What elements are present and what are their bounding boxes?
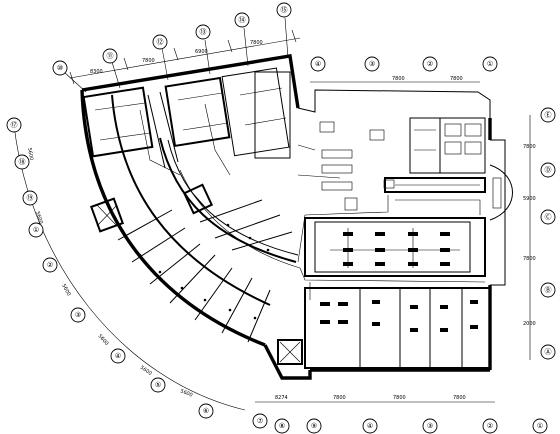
- dim-left-6: 5600: [179, 388, 193, 398]
- axis-label: ⑮: [281, 6, 288, 14]
- axis-label: Ⓓ: [545, 166, 552, 174]
- axis-label: ②: [487, 422, 493, 430]
- hall-fixtures: [330, 228, 460, 268]
- axis-label: Ⓒ: [545, 213, 552, 221]
- axis-label: ①: [33, 226, 39, 234]
- axis-label: ⑦: [257, 417, 263, 425]
- axis-label: Ⓐ: [545, 348, 552, 356]
- axis-label: ⑩: [57, 64, 63, 72]
- axis-bubbles-left-arc: ⑰ ⑱ ⑲ ① ② ③ ④ ⑤ ⑥ ⑦ ⑧ 5600 5600 5600 560…: [6, 117, 290, 434]
- dim-right-top-2: 7800: [450, 76, 463, 82]
- dim-left-4: 5600: [97, 333, 110, 346]
- dim-left-2: 5600: [34, 211, 44, 225]
- axis-label: ①: [537, 422, 543, 430]
- axis-label: ⑰: [11, 121, 18, 129]
- axis-label: ⑤: [155, 381, 161, 389]
- axis-label: ③: [427, 422, 433, 430]
- axis-bubbles-top: ⑩ ⑪ ⑫ ⑬ ⑭ ⑮: [52, 2, 292, 93]
- dim-right-top-1: 7800: [392, 76, 405, 82]
- dim-bottom-3: 7800: [393, 395, 406, 401]
- axis-label: ⑧: [279, 422, 285, 430]
- axis-label: ⑫: [157, 38, 164, 46]
- axis-bubbles-bottom: ⑨ ④ ③ ② ① 8274 7800 7800 7800: [255, 395, 548, 434]
- dim-bottom-2: 7800: [333, 395, 346, 401]
- right-wing-rooms: [277, 117, 513, 369]
- axis-bubbles-right-top: ④ ③ ② ① 7800 7800: [310, 56, 498, 83]
- dim-right-3: 7800: [523, 256, 536, 262]
- axis-label: ⑨: [311, 422, 317, 430]
- top-wing-rooms: [82, 67, 290, 233]
- axis-label: ⑥: [203, 407, 209, 415]
- axis-label: ⑬: [200, 28, 207, 36]
- axis-label: ⑭: [239, 16, 246, 24]
- dim-right-4: 2000: [523, 321, 536, 327]
- axis-label: ④: [367, 422, 373, 430]
- dim-top-2: 7800: [142, 58, 155, 64]
- dim-bottom-4: 7800: [453, 395, 466, 401]
- dim-top-4: 7800: [250, 40, 263, 46]
- axis-label: ④: [315, 60, 321, 68]
- axis-label: ②: [427, 60, 433, 68]
- wiring-runs: [139, 103, 486, 300]
- lower-room-fixtures: [320, 300, 478, 332]
- axis-label: ②: [47, 261, 53, 269]
- dim-left-1: 5600: [26, 147, 34, 161]
- axis-label: ⑪: [107, 52, 114, 60]
- dim-right-1: 7800: [523, 144, 536, 150]
- axis-label: ⑱: [19, 158, 26, 166]
- top-dimension-line: 8300 7800 6900 7800: [69, 29, 301, 85]
- dim-top-3: 6900: [195, 49, 208, 55]
- axis-label: Ⓑ: [545, 286, 552, 294]
- axis-label: ⑲: [27, 194, 34, 202]
- axis-label: ①: [487, 60, 493, 68]
- axis-label: ③: [369, 60, 375, 68]
- axis-bubbles-right-side: Ⓔ Ⓓ Ⓒ Ⓑ Ⓐ 7800 5900 7800 2000: [523, 107, 556, 360]
- curved-wing-walls: [117, 199, 293, 343]
- dim-left-3: 5600: [60, 283, 71, 297]
- dim-bottom-1: 8274: [275, 395, 288, 401]
- axis-label: ④: [115, 352, 121, 360]
- axis-label: ③: [75, 311, 81, 319]
- lobby-area: [254, 71, 395, 211]
- dim-top-1: 8300: [90, 69, 103, 75]
- dim-right-2: 5900: [523, 196, 536, 202]
- axis-label: Ⓔ: [545, 111, 552, 119]
